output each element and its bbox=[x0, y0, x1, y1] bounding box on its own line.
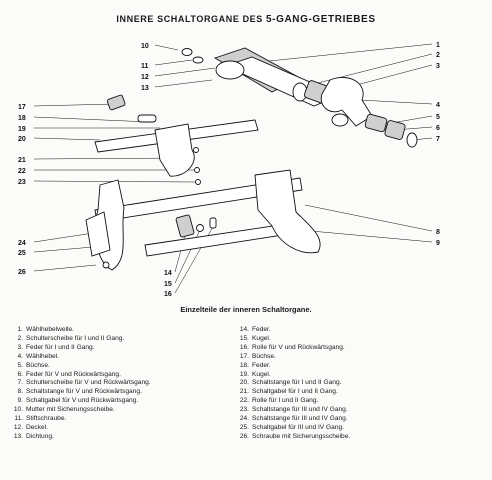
legend-item: 3.Feder für I und II Gang. bbox=[17, 343, 95, 351]
legend-right: 14.Feder. 15.Kugel. 16.Rolle für V und R… bbox=[238, 326, 483, 442]
callout-25: 25 bbox=[18, 250, 26, 257]
callout-7: 7 bbox=[436, 136, 440, 143]
callout-11: 11 bbox=[141, 63, 149, 70]
callout-4: 4 bbox=[436, 102, 440, 109]
callout-23: 23 bbox=[18, 179, 26, 186]
legend-item: 14.Feder. bbox=[239, 326, 271, 333]
legend-item: 23.Schaltstange für III und IV Gang. bbox=[239, 406, 348, 414]
legend-item: 8.Schaltstange für V und Rückwärtsgang. bbox=[17, 388, 142, 396]
legend-item: 13.Dichtung. bbox=[13, 432, 54, 440]
title-prefix: INNERE SCHALTORGANE DES bbox=[116, 14, 263, 24]
legend-item: 26.Schraube mit Sicherungsscheibe. bbox=[239, 432, 351, 440]
legend-item: 7.Schulterscheibe für V und Rückwärtsgan… bbox=[17, 379, 151, 387]
callout-19: 19 bbox=[18, 126, 26, 133]
callout-13: 13 bbox=[141, 85, 149, 92]
callout-22: 22 bbox=[18, 168, 26, 175]
callout-8: 8 bbox=[436, 229, 440, 236]
legend-item: 20.Schaltstange für I und II Gang. bbox=[239, 379, 342, 387]
callout-5: 5 bbox=[436, 114, 440, 121]
callout-12: 12 bbox=[141, 74, 149, 81]
legend-item: 17.Büchse. bbox=[239, 352, 276, 360]
legend-item: 1.Wählhebelwelle. bbox=[17, 326, 75, 333]
callout-17: 17 bbox=[18, 104, 26, 111]
callout-18: 18 bbox=[18, 115, 26, 122]
shift-rod-1-2 bbox=[94, 94, 259, 185]
legend-item: 10.Mutter mit Sicherungsscheibe. bbox=[13, 406, 115, 414]
legend-item: 6.Feder für V und Rückwärtsgang. bbox=[17, 370, 121, 378]
legend-item: 19.Kugel. bbox=[239, 370, 271, 378]
legend-item: 22.Rolle für I und II Gang. bbox=[239, 397, 319, 405]
legend-item: 2.Schulterscheibe für I und II Gang. bbox=[17, 334, 125, 342]
legend-item: 25.Schaltgabel für III und IV Gang. bbox=[239, 423, 345, 431]
callout-16: 16 bbox=[164, 291, 172, 298]
figure-caption: Einzelteile der inneren Schaltorgane. bbox=[180, 305, 312, 314]
callout-14: 14 bbox=[164, 270, 172, 277]
legend-item: 16.Rolle für V und Rückwärtsgang. bbox=[239, 343, 345, 351]
legend-item: 24.Schaltstange für III und IV Gang. bbox=[239, 415, 348, 423]
selector-assembly bbox=[181, 47, 418, 148]
shift-rod-5-reverse bbox=[144, 169, 321, 257]
legend-item: 9.Schaltgabel für V und Rückwärtsgang. bbox=[17, 397, 139, 405]
diagram-title: INNERE SCHALTORGANE DES 5-GANG-GETRIEBES bbox=[0, 14, 492, 25]
callout-24: 24 bbox=[18, 240, 26, 247]
callout-20: 20 bbox=[18, 136, 26, 143]
callout-1: 1 bbox=[436, 42, 440, 49]
legend-item: 21.Schaltgabel für I und II Gang. bbox=[239, 388, 338, 396]
shift-rod-3-4 bbox=[85, 177, 303, 271]
callout-3: 3 bbox=[436, 63, 440, 70]
legend-item: 15.Kugel. bbox=[239, 334, 271, 342]
callout-21: 21 bbox=[18, 157, 26, 164]
callout-10: 10 bbox=[141, 43, 149, 50]
legend-item: 12.Deckel. bbox=[13, 423, 48, 431]
legend-item: 18.Feder. bbox=[239, 361, 271, 369]
callout-6: 6 bbox=[436, 125, 440, 132]
exploded-parts-drawing: 10 11 12 13 1 2 3 4 5 6 7 8 9 17 18 19 2… bbox=[18, 42, 440, 298]
legend-left: 1.Wählhebelwelle. 2.Schulterscheibe für … bbox=[12, 326, 227, 442]
callout-2: 2 bbox=[436, 52, 440, 59]
legend-item: 4.Wählhebel. bbox=[17, 352, 60, 360]
legend-item: 5.Büchse. bbox=[17, 361, 50, 369]
title-emphasis: 5-GANG-GETRIEBES bbox=[265, 14, 376, 25]
legend-item: 11.Stiftschraube. bbox=[14, 415, 67, 423]
callout-9: 9 bbox=[436, 240, 440, 247]
callout-26: 26 bbox=[18, 269, 26, 276]
callout-numbers: 10 11 12 13 1 2 3 4 5 6 7 8 9 17 18 19 2… bbox=[18, 42, 440, 298]
callout-15: 15 bbox=[164, 281, 172, 288]
